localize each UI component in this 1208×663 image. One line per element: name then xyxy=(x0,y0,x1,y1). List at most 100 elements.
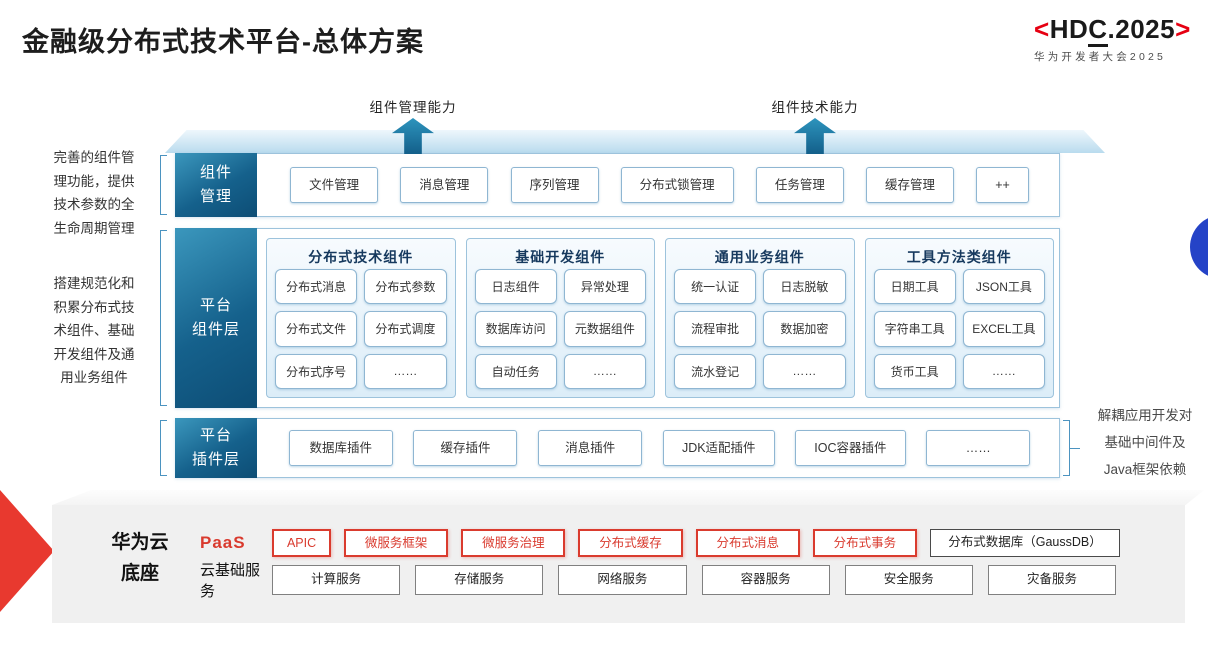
component-chip: 分布式序号 xyxy=(275,353,358,389)
capability-right-label: 组件技术能力 xyxy=(771,100,859,115)
bracket-decoration xyxy=(160,155,167,215)
cloud-service-chip: 安全服务 xyxy=(844,565,973,595)
bracket-decoration xyxy=(1063,420,1070,476)
component-chip: …… xyxy=(962,353,1045,389)
component-chip: 流程审批 xyxy=(674,311,757,347)
hdc-underlined-letter: C xyxy=(1088,14,1108,47)
row-label-component-management: 组件 管理 xyxy=(175,153,257,217)
row-platform-plugins: 平台 插件层 数据库插件缓存插件消息插件 JDK适配插件 IOC容器插件 …… xyxy=(175,418,1060,478)
column-header: 工具方法类组件 xyxy=(906,249,1012,265)
note-decouple: 解耦应用开发对 基础中间件及 Java框架依赖 xyxy=(1097,408,1193,477)
column-header: 分布式技术组件 xyxy=(308,249,414,265)
row-label-platform-plugins: 平台 插件层 xyxy=(175,418,257,478)
note-component-management: 完善的组件管 理功能，提供 技术参数的全 生命周期管理 xyxy=(53,150,135,236)
up-arrow-icon xyxy=(392,118,434,154)
cloud-service-chip: 网络服务 xyxy=(558,565,687,595)
paas-chip: 分布式事务 xyxy=(812,529,918,557)
up-arrow-icon xyxy=(794,118,836,154)
plugin-chips: 数据库插件缓存插件消息插件 JDK适配插件 IOC容器插件 …… xyxy=(268,419,1051,477)
component-management-chips: 文件管理消息管理序列管理分布式锁管理任务管理缓存管理 ++ xyxy=(268,154,1051,216)
component-chip: 自动任务 xyxy=(474,353,557,389)
component-chip: 日志脱敏 xyxy=(763,269,846,305)
hdc-open-bracket: < xyxy=(1034,14,1050,44)
component-chip: …… xyxy=(364,353,447,389)
note-platform-components: 搭建规范化和 积累分布式技 术组件、基础 开发组件及通 用业务组件 xyxy=(53,276,135,385)
capability-left-label: 组件管理能力 xyxy=(369,100,457,115)
component-chip: 统一认证 xyxy=(674,269,757,305)
hdc-logo-text: <HDC.2025> xyxy=(1034,14,1208,47)
foundation-top-face xyxy=(52,490,1204,505)
management-chip: 消息管理 xyxy=(400,167,489,203)
component-chip: 元数据组件 xyxy=(563,311,646,347)
cloud-base-row: 云基础服务 计算服务存储服务网络服务容器服务安全服务灾备服务 xyxy=(200,562,1117,600)
hdc-logo: <HDC.2025> 华为开发者大会2025 xyxy=(1034,14,1208,64)
paas-chip: 微服务治理 xyxy=(461,529,566,557)
cloud-service-chip: 灾备服务 xyxy=(987,565,1117,595)
hdc-close-bracket: > xyxy=(1175,14,1191,44)
plugin-chip: 数据库插件 xyxy=(288,430,393,466)
row-label-platform-components: 平台 组件层 xyxy=(175,228,257,408)
cloud-service-chip: 存储服务 xyxy=(415,565,544,595)
paas-chip: 分布式消息 xyxy=(695,529,800,557)
column-distributed-tech: 分布式技术组件 分布式消息分布式参数分布式文件分布式调度分布式序号…… xyxy=(266,238,456,398)
row-platform-components: 平台 组件层 分布式技术组件 分布式消息分布式参数分布式文件分布式调度分布式序号… xyxy=(175,228,1060,408)
column-base-dev: 基础开发组件 日志组件异常处理数据库访问元数据组件自动任务…… xyxy=(465,238,655,398)
stack-top-face xyxy=(165,130,1105,153)
cloud-service-chip: 计算服务 xyxy=(272,565,401,595)
column-items: 统一认证日志脱敏流程审批数据加密流水登记…… xyxy=(674,269,846,389)
management-chip: 任务管理 xyxy=(755,167,844,203)
component-chip: 日期工具 xyxy=(873,269,956,305)
column-common-business: 通用业务组件 统一认证日志脱敏流程审批数据加密流水登记…… xyxy=(665,238,855,398)
plugin-chip: IOC容器插件 xyxy=(795,430,906,466)
component-chip: 数据加密 xyxy=(763,311,846,347)
plugin-chip: JDK适配插件 xyxy=(662,430,775,466)
management-chip: 分布式锁管理 xyxy=(620,167,734,203)
plugin-chip: …… xyxy=(926,430,1031,466)
paas-label: PaaS xyxy=(200,533,246,552)
paas-chips: APIC 微服务框架微服务治理分布式缓存分布式消息分布式事务 xyxy=(272,529,918,557)
foundation-slab: 华为云 底座 PaaS APIC 微服务框架微服务治理分布式缓存分布式消息分布式事… xyxy=(52,505,1185,623)
management-chip: 缓存管理 xyxy=(866,167,955,203)
cloud-service-chips: 计算服务存储服务网络服务容器服务安全服务灾备服务 xyxy=(272,565,1117,595)
plugin-chip: 消息插件 xyxy=(538,430,643,466)
cloud-service-chip: 容器服务 xyxy=(701,565,830,595)
management-chip: ++ xyxy=(976,167,1029,203)
capability-right: 组件技术能力 xyxy=(745,96,885,154)
capability-left: 组件管理能力 xyxy=(343,96,483,154)
component-chip: 异常处理 xyxy=(563,269,646,305)
hdc-prefix: HD xyxy=(1049,14,1089,44)
component-chip: EXCEL工具 xyxy=(962,311,1045,347)
component-chip: 分布式消息 xyxy=(275,269,358,305)
component-chip: 数据库访问 xyxy=(474,311,557,347)
cloud-base-label: 云基础服务 xyxy=(200,562,261,600)
component-columns: 分布式技术组件 分布式消息分布式参数分布式文件分布式调度分布式序号…… 基础开发… xyxy=(266,238,1054,398)
component-chip: 货币工具 xyxy=(873,353,956,389)
row-component-management: 组件 管理 文件管理消息管理序列管理分布式锁管理任务管理缓存管理 ++ xyxy=(175,153,1060,217)
component-chip: 日志组件 xyxy=(474,269,557,305)
component-chip: 分布式参数 xyxy=(364,269,447,305)
plugin-chip: 缓存插件 xyxy=(413,430,518,466)
component-chip: 分布式调度 xyxy=(364,311,447,347)
blue-circle-decoration xyxy=(1190,215,1208,279)
component-chip: 分布式文件 xyxy=(275,311,358,347)
paas-chip: 分布式缓存 xyxy=(578,529,683,557)
bracket-decoration xyxy=(160,230,167,406)
column-header: 基础开发组件 xyxy=(515,249,606,265)
column-items: 分布式消息分布式参数分布式文件分布式调度分布式序号…… xyxy=(275,269,447,389)
management-chip: 文件管理 xyxy=(290,167,379,203)
paas-chip: APIC xyxy=(272,529,332,557)
component-chip: …… xyxy=(563,353,646,389)
page-title: 金融级分布式技术平台-总体方案 xyxy=(22,27,424,57)
paas-chip: 微服务框架 xyxy=(344,529,449,557)
component-chip: 字符串工具 xyxy=(873,311,956,347)
bracket-decoration xyxy=(160,420,167,476)
huawei-cloud-base-label: 华为云 底座 xyxy=(111,532,169,584)
component-chip: …… xyxy=(763,353,846,389)
hdc-subtitle: 华为开发者大会2025 xyxy=(1034,51,1167,63)
column-items: 日志组件异常处理数据库访问元数据组件自动任务…… xyxy=(474,269,646,389)
management-chip: 序列管理 xyxy=(510,167,599,203)
column-header: 通用业务组件 xyxy=(714,249,805,265)
bracket-tick xyxy=(1070,448,1080,449)
